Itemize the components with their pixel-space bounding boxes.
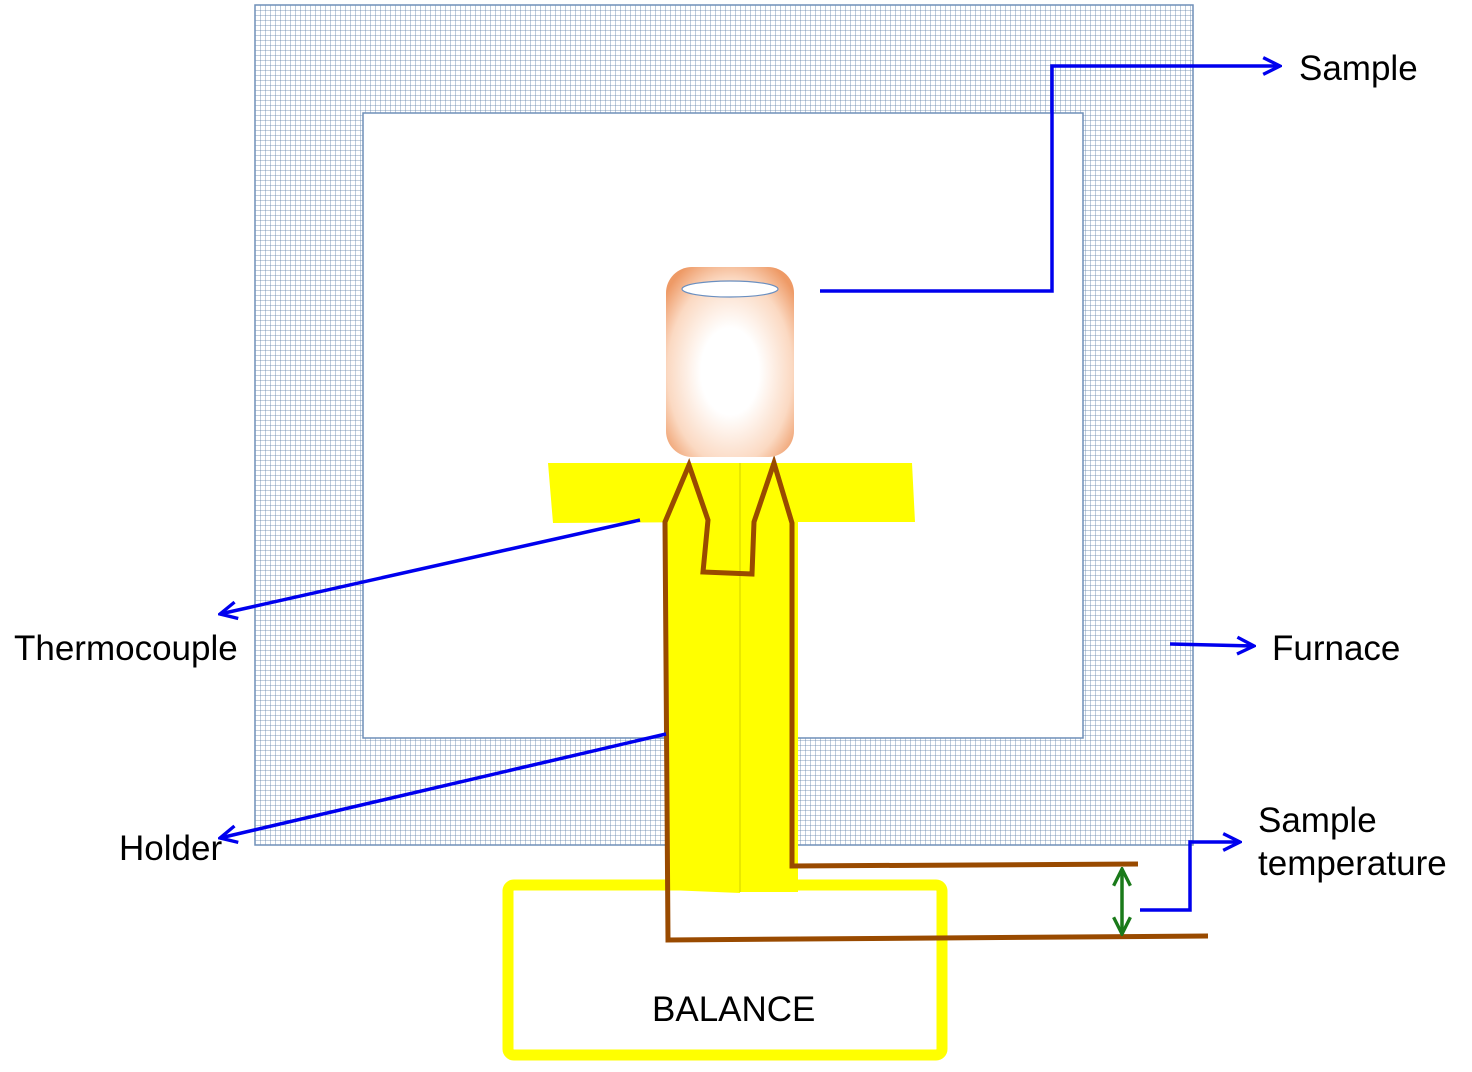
sample-temperature-label-line2: temperature <box>1258 844 1447 883</box>
holder-callout-arrow <box>220 732 667 838</box>
sample-temperature-label-line1: Sample <box>1258 801 1377 840</box>
thermocouple-wires <box>662 454 1209 943</box>
sample-label: Sample <box>1299 49 1418 88</box>
thermocouple-callout-arrow <box>220 518 641 614</box>
sample-holder <box>548 463 915 893</box>
callout-arrows <box>220 66 1280 912</box>
sample-callout-arrow <box>820 66 1280 293</box>
furnace-label: Furnace <box>1272 629 1400 668</box>
furnace-callout-arrow <box>1169 644 1254 646</box>
sample-temperature-callout-arrow <box>1140 842 1240 912</box>
balance-label: BALANCE <box>652 990 815 1029</box>
sample-crucible <box>666 267 794 457</box>
thermocouple-label: Thermocouple <box>14 629 238 668</box>
holder-stem-right <box>740 520 798 892</box>
thermocouple-wire-left <box>662 454 1209 943</box>
balance-box <box>502 879 948 1061</box>
holder-crossbar <box>548 463 740 523</box>
holder-label: Holder <box>119 829 222 868</box>
holder-stem <box>666 520 740 893</box>
holder-crossbar-right <box>740 463 915 522</box>
